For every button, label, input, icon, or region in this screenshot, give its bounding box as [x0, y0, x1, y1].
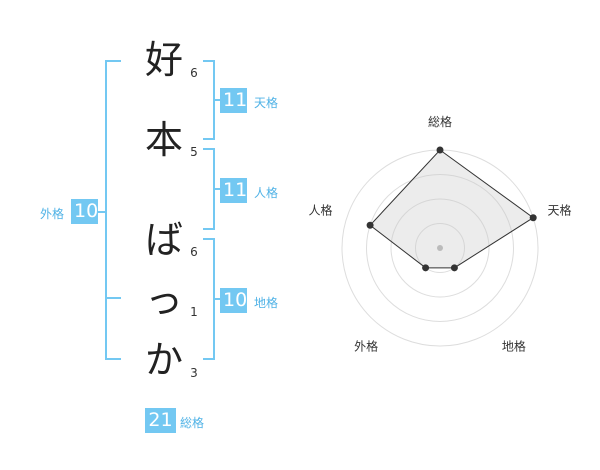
gaikaku-bracket-tick: [98, 211, 107, 213]
chikaku-value-badge: 10: [220, 288, 247, 313]
tenkaku-bracket-tick: [213, 99, 220, 101]
radar-point-3: [450, 264, 458, 272]
chikaku-bracket-tick: [213, 298, 220, 300]
radar-points: [366, 146, 537, 272]
tenkaku-value-badge: 11: [220, 88, 247, 113]
soukaku-label: 総格: [180, 416, 205, 430]
gaikaku-value-badge: 10: [71, 199, 98, 224]
stroke-count-4: 1: [190, 305, 198, 319]
name-char-5: か: [144, 338, 183, 382]
radar-ring: [366, 174, 514, 322]
gaikaku-label: 外格: [40, 207, 65, 221]
name-char-1: 好: [144, 38, 183, 82]
radar-axis-label-5: 人格: [308, 202, 332, 217]
radar-point-2: [529, 214, 537, 222]
jinkaku-bracket-tick: [213, 188, 220, 190]
radar-ring: [390, 198, 490, 298]
radar-center-dot: [437, 245, 443, 251]
gaikaku-bracket-divider: [105, 297, 121, 299]
radar-polygon: [369, 149, 535, 269]
radar-point-1: [436, 146, 444, 154]
tenkaku-label: 天格: [254, 96, 279, 110]
radar-point-4: [422, 264, 430, 272]
radar-ring: [415, 223, 465, 273]
gaikaku-bracket: [105, 60, 121, 360]
stroke-count-5: 3: [190, 366, 198, 380]
stroke-count-2: 5: [190, 145, 198, 159]
radar-axis-label-4: 外格: [354, 339, 378, 354]
radar-axis-label-3: 地格: [502, 339, 526, 354]
jinkaku-label: 人格: [254, 186, 279, 200]
radar-axis-label-2: 天格: [548, 202, 572, 217]
radar-point-5: [366, 221, 374, 229]
radar-area: [369, 149, 535, 269]
chikaku-label: 地格: [254, 296, 279, 310]
name-char-4: っ: [144, 278, 183, 322]
name-char-3: ば: [144, 218, 183, 262]
jinkaku-value-badge: 11: [220, 178, 247, 203]
soukaku-value-badge: 21: [145, 408, 176, 433]
stroke-count-1: 6: [190, 66, 198, 80]
stroke-count-3: 6: [190, 245, 198, 259]
name-char-2: 本: [144, 118, 183, 162]
radar-axis-label-1: 総格: [428, 114, 452, 129]
